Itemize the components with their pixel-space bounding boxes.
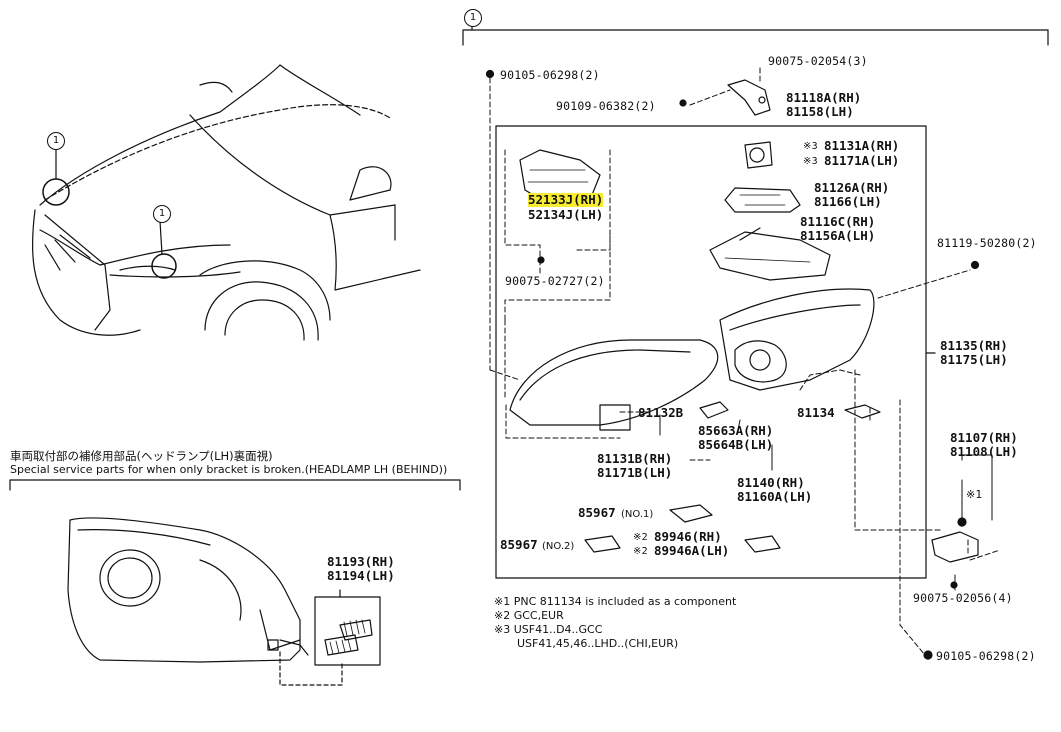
part-85967-1-sub: (NO.1) bbox=[621, 509, 654, 520]
module-89946A bbox=[744, 535, 781, 553]
part-85967-1[interactable]: 85967 bbox=[578, 505, 616, 520]
callout-circle-top: 1 bbox=[464, 9, 482, 27]
module-85967-1 bbox=[669, 504, 713, 523]
bracket-52133J bbox=[519, 149, 601, 206]
part-89946[interactable]: 89946(RH) bbox=[654, 529, 722, 544]
part-81171A[interactable]: 81171A(LH) bbox=[824, 153, 900, 168]
assembly-frame bbox=[462, 11, 1049, 579]
bolt-top-left bbox=[485, 69, 495, 79]
part-81107[interactable]: 81107(RH) bbox=[950, 430, 1018, 445]
part-81171B[interactable]: 81171B(LH) bbox=[597, 465, 673, 480]
part-85967-2[interactable]: 85967 bbox=[500, 537, 538, 552]
projector-81131A bbox=[744, 141, 773, 169]
part-89946A[interactable]: 89946A(LH) bbox=[654, 543, 730, 558]
housing-81140 bbox=[699, 401, 729, 419]
screw-90075-02727 bbox=[537, 256, 545, 264]
part-81131A[interactable]: 81131A(RH) bbox=[824, 138, 900, 153]
part-52133J[interactable]: 52133J(RH) bbox=[528, 192, 604, 207]
part-81118A[interactable]: 81118A(RH) bbox=[786, 90, 862, 105]
mark-81107: ※1 bbox=[966, 488, 983, 501]
part-85967-2-sub: (NO.2) bbox=[542, 541, 575, 552]
car-illustration bbox=[31, 64, 421, 341]
part-90105-bottom[interactable]: 90105-06298(2) bbox=[936, 649, 1036, 663]
part-81131B[interactable]: 81131B(RH) bbox=[597, 451, 673, 466]
mark-81171A: ※3 bbox=[803, 156, 818, 167]
headlamp-assembly bbox=[509, 288, 875, 431]
part-90075-02056[interactable]: 90075-02056(4) bbox=[913, 591, 1013, 605]
part-52134J[interactable]: 52134J(LH) bbox=[528, 207, 604, 222]
bracket-illustration bbox=[67, 517, 381, 686]
part-81126A[interactable]: 81126A(RH) bbox=[814, 180, 890, 195]
part-81166[interactable]: 81166(LH) bbox=[814, 194, 882, 209]
callout-circle-car-left: 1 bbox=[47, 132, 65, 150]
part-81116C[interactable]: 81116C(RH) bbox=[800, 214, 876, 229]
bolt-bottom-right bbox=[923, 650, 933, 660]
part-81134[interactable]: 81134 bbox=[797, 405, 835, 420]
mark-89946: ※2 bbox=[633, 532, 648, 543]
mark-89946A: ※2 bbox=[633, 546, 648, 557]
housing-81116C bbox=[709, 227, 831, 281]
part-90075-02054[interactable]: 90075-02054(3) bbox=[768, 54, 868, 68]
part-90109[interactable]: 90109-06382(2) bbox=[556, 99, 656, 113]
screw-81119 bbox=[970, 260, 980, 270]
part-81156A[interactable]: 81156A(LH) bbox=[800, 228, 876, 243]
note-4: USF41,45,46..LHD..(CHI,EUR) bbox=[517, 637, 679, 650]
note-2: ※2 GCC,EUR bbox=[494, 609, 564, 622]
part-90075-02727[interactable]: 90075-02727(2) bbox=[505, 274, 605, 288]
mark-81131A: ※3 bbox=[803, 141, 818, 152]
actuator-81107 bbox=[931, 517, 979, 589]
part-81119[interactable]: 81119-50280(2) bbox=[937, 236, 1037, 250]
part-81140[interactable]: 81140(RH) bbox=[737, 475, 805, 490]
part-90105-top[interactable]: 90105-06298(2) bbox=[500, 68, 600, 82]
special-section-frame bbox=[9, 479, 461, 491]
part-81194[interactable]: 81194(LH) bbox=[327, 568, 395, 583]
part-81160A[interactable]: 81160A(LH) bbox=[737, 489, 813, 504]
module-85967-2 bbox=[584, 535, 621, 553]
leader-lines bbox=[489, 67, 1001, 656]
part-81135[interactable]: 81135(RH) bbox=[940, 338, 1008, 353]
part-85663A[interactable]: 85663A(RH) bbox=[698, 423, 774, 438]
bracket-81118A bbox=[679, 79, 771, 116]
part-81158[interactable]: 81158(LH) bbox=[786, 104, 854, 119]
part-81193[interactable]: 81193(RH) bbox=[327, 554, 395, 569]
callout-circle-car-right: 1 bbox=[153, 205, 171, 223]
note-1: ※1 PNC 811134 is included as a component bbox=[494, 595, 737, 608]
bracket-81126A bbox=[724, 187, 801, 213]
note-3: ※3 USF41..D4..GCC bbox=[494, 623, 603, 636]
part-81108[interactable]: 81108(LH) bbox=[950, 444, 1018, 459]
special-title-en: Special service parts for when only brac… bbox=[10, 463, 448, 476]
seal-81134 bbox=[844, 404, 881, 419]
part-81132B[interactable]: 81132B bbox=[638, 405, 684, 420]
special-title-jp: 車両取付部の補修用部品(ヘッドランプ(LH)裏面視) bbox=[10, 449, 273, 463]
part-85664B[interactable]: 85664B(LH) bbox=[698, 437, 774, 452]
part-81175[interactable]: 81175(LH) bbox=[940, 352, 1008, 367]
